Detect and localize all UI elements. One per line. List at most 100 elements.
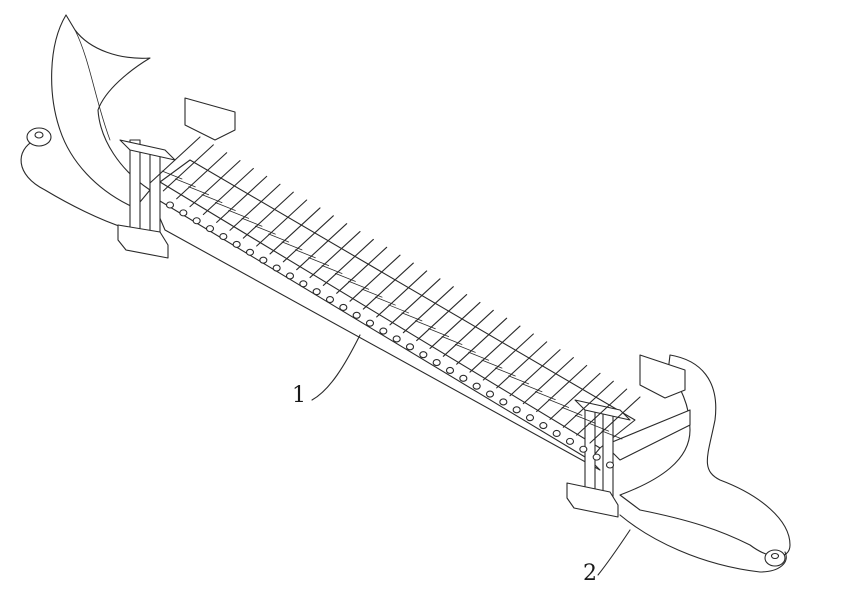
comb-tooth-crossbar [428,328,450,337]
beam-hole [539,422,548,430]
comb-tooth-crossbar [348,280,370,290]
beam-hole [512,406,521,414]
left-stand [117,139,176,259]
beam-hole [165,201,175,209]
comb-tooth-crossbar [361,288,383,298]
beam-hole [205,225,215,233]
comb-tooth-crossbar [388,304,410,314]
beam-hole [285,272,295,280]
comb-tooth [509,349,561,397]
comb-tooth-crossbar [401,312,423,322]
comb-tooth-crossbar [468,351,490,361]
beam-hole [499,398,508,406]
comb-tooth [522,357,574,405]
leader-line-1 [311,334,361,401]
beam-hole [419,351,428,359]
right-pulley [764,549,786,567]
comb-tooth-crossbar [281,241,303,251]
comb-tooth-crossbar [374,296,396,306]
comb-tooth [176,152,228,200]
comb-tooth [469,325,521,373]
comb-tooth [349,254,401,302]
comb-tooth [442,309,494,357]
comb-tooth [309,230,361,279]
beam-hole [445,366,455,375]
callout-1: 1 [292,383,306,408]
comb-tooth [549,372,601,420]
comb-tooth [482,333,534,381]
comb-tooth-crossbar [508,375,530,385]
comb-tooth-crossbar [214,202,236,211]
comb-tooth [202,167,254,216]
beam-hole [339,303,348,311]
beam-hole [459,374,468,382]
main-beam [149,159,636,471]
beam-hole [552,429,561,438]
beam-hole [192,217,201,225]
beam-hole [432,359,441,367]
comb-tooth [389,278,441,326]
comb-tooth-crossbar [414,320,436,330]
comb-tooth-crossbar [188,186,210,196]
leader-line-2 [597,529,631,576]
comb-tooth-crossbar [308,257,330,267]
comb-tooth [496,341,548,389]
comb-tooth [216,175,268,223]
comb-tooth-crossbar [174,178,196,188]
comb-tooth [416,294,468,342]
beam-hole [472,382,481,390]
comb-tooth [229,183,281,231]
comb-tooth [242,191,294,239]
comb-tooth-crossbar [481,359,503,369]
right-tray [604,409,691,461]
beam-hole [405,343,415,351]
beam-hole [525,414,535,422]
comb-tooth-crossbar [601,430,623,440]
beam-hole [379,327,388,335]
comb-tooth [149,136,201,184]
comb-tooth [576,388,628,436]
comb-tooth [362,262,414,310]
beam-hole [325,295,335,304]
left-horn-part [51,14,151,209]
comb-tooth [429,301,481,350]
right-cable [619,514,787,573]
right-clamp-block [639,354,686,399]
comb-tooth [336,246,388,294]
beam-hole [392,335,401,343]
comb-tooth-crossbar [494,367,516,377]
beam-hole [352,311,361,319]
comb-tooth [282,215,334,263]
comb-tooth-crossbar [521,383,543,393]
right-stand [566,399,631,518]
hole-row-group [165,201,615,469]
beam-hole [312,288,321,296]
beam-hole [259,256,268,264]
comb-tooth-crossbar [228,209,250,219]
comb-tooth-crossbar [161,170,183,180]
left-cable [20,139,126,229]
beam-hole [245,248,255,256]
comb-tooth [456,317,508,365]
beam-hole [179,209,188,217]
comb-tooth-crossbar [548,399,570,408]
comb-tooth [322,238,374,286]
comb-tooth [589,396,641,444]
callout-2: 2 [583,561,597,586]
comb-tooth-crossbar [561,406,583,416]
beam-hole [592,453,601,461]
comb-tooth [376,270,428,318]
comb-tooth-crossbar [294,249,316,259]
comb-tooth-crossbar [334,273,356,282]
comb-tooth-crossbar [588,422,610,432]
comb-tooth-crossbar [201,194,223,204]
beam-hole [579,445,588,453]
comb-tooth [296,223,348,271]
beam-hole [272,264,281,272]
comb-tooth-crossbar [241,217,263,227]
beam-hole [219,232,228,241]
comb-tooth [256,199,308,247]
comb-tooth [189,160,241,208]
comb-tooth-crossbar [254,225,276,235]
